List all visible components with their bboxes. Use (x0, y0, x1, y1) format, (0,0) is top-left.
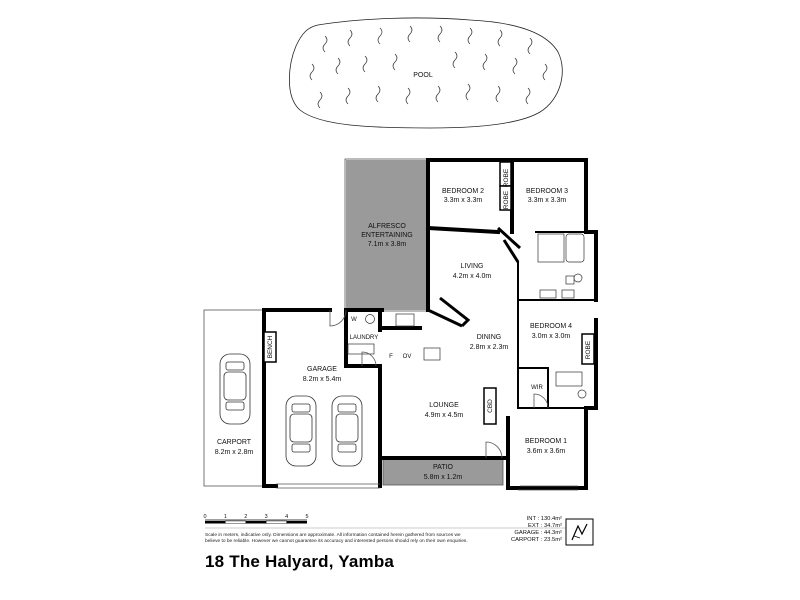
bedroom2-dims: 3.3m x 3.3m (444, 197, 483, 204)
area-garage: GARAGE : 44.3m² (514, 530, 562, 536)
robe-label-1: ROBE (503, 168, 510, 187)
area-summary: INT : 130.4m² EXT : 34.7m² GARAGE : 44.3… (490, 516, 562, 544)
scale-bar (205, 519, 307, 524)
patio-name: PATIO (433, 464, 454, 471)
robe-boxes (263, 161, 595, 425)
laundry-name: LAUNDRY (350, 335, 379, 341)
oven-label: OV (403, 354, 412, 360)
carport-name: CARPORT (217, 439, 252, 446)
patio-dims: 5.8m x 1.2m (424, 474, 463, 481)
scale-tick-5: 5 (305, 514, 308, 520)
garage-name: GARAGE (307, 366, 337, 373)
disclaimer-line-2: believe to be reliable. However we canno… (205, 539, 468, 544)
scale-tick-0: 0 (203, 514, 206, 520)
robe-label-3: ROBE (585, 340, 592, 359)
alfresco-name-1: ALFRESCO (368, 223, 406, 230)
garage-dims: 8.2m x 5.4m (303, 376, 342, 383)
lounge-name: LOUNGE (429, 402, 459, 409)
bedroom4-dims: 3.0m x 3.0m (532, 333, 571, 340)
garage-doors (276, 309, 578, 491)
patio-area (382, 458, 504, 486)
bedroom3-dims: 3.3m x 3.3m (528, 197, 567, 204)
disclaimer: Scale in meters, indicative only. Dimens… (205, 533, 565, 545)
walls (262, 158, 598, 490)
property-address: 18 The Halyard, Yamba (205, 552, 395, 571)
wir-name: WIR (531, 385, 543, 391)
washer-label: W (351, 317, 357, 323)
bathroom-fixtures (537, 233, 587, 399)
carport-dims: 8.2m x 2.8m (215, 449, 254, 456)
fridge-label: F (389, 354, 393, 360)
area-ext: EXT : 34.7m² (527, 523, 562, 529)
scale-tick-2: 2 (244, 514, 247, 520)
alfresco-dims: 7.1m x 3.8m (368, 241, 407, 248)
alfresco-name-2: ENTERTAINING (361, 232, 412, 239)
bedroom4-name: BEDROOM 4 (530, 323, 572, 330)
dining-dims: 2.8m x 2.3m (470, 344, 509, 351)
scale-tick-3: 3 (265, 514, 268, 520)
robe-label-2: ROBE (503, 190, 510, 209)
north-compass-icon (565, 518, 594, 546)
bedroom1-name: BEDROOM 1 (525, 438, 567, 445)
cbd-label: CBD (487, 399, 494, 413)
pool (289, 17, 563, 129)
bedroom2-name: BEDROOM 2 (442, 188, 484, 195)
garage-cars (219, 353, 363, 467)
living-dims: 4.2m x 4.0m (453, 273, 492, 280)
area-carport: CARPORT : 23.5m² (510, 537, 562, 543)
lounge-dims: 4.9m x 4.5m (425, 412, 464, 419)
alfresco-area (346, 160, 428, 310)
scale-tick-1: 1 (224, 514, 227, 520)
pool-label: POOL (413, 72, 433, 79)
disclaimer-line-1: Scale in meters, indicative only. Dimens… (205, 533, 461, 538)
bedroom3-name: BEDROOM 3 (526, 188, 568, 195)
laundry-fixtures (347, 313, 441, 361)
scale-tick-4: 4 (285, 514, 288, 520)
diagonal-walls (427, 226, 522, 328)
living-name: LIVING (461, 263, 484, 270)
area-int: INT : 130.4m² (526, 516, 562, 522)
dining-name: DINING (477, 334, 502, 341)
bedroom1-dims: 3.6m x 3.6m (527, 448, 566, 455)
bench-label: BENCH (267, 335, 274, 358)
